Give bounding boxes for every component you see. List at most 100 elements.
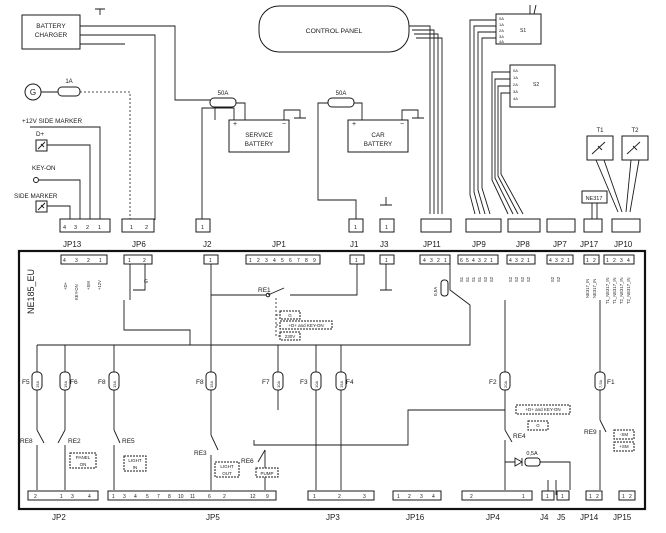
svg-text:1: 1 bbox=[385, 225, 388, 231]
svg-text:10A: 10A bbox=[314, 381, 319, 388]
svg-text:4: 4 bbox=[472, 258, 475, 264]
svg-text:10A: 10A bbox=[276, 381, 281, 388]
svg-text:15A: 15A bbox=[209, 381, 214, 388]
svg-text:9: 9 bbox=[266, 494, 269, 500]
label-j1: J1 bbox=[350, 240, 359, 249]
svg-text:3: 3 bbox=[555, 258, 558, 264]
svg-text:S1: S1 bbox=[520, 28, 526, 34]
svg-text:CAR: CAR bbox=[371, 132, 385, 139]
svg-text:S2: S2 bbox=[489, 276, 494, 282]
svg-text:S1: S1 bbox=[465, 276, 470, 282]
diode-fuse: 0,5A bbox=[514, 451, 541, 467]
svg-text:F6: F6 bbox=[70, 379, 78, 386]
svg-text:3: 3 bbox=[515, 258, 518, 264]
svg-text:50A: 50A bbox=[218, 91, 229, 97]
svg-text:2: 2 bbox=[338, 494, 341, 500]
thermostat-t1: T1 bbox=[586, 128, 614, 161]
svg-text:1: 1 bbox=[209, 258, 212, 264]
label-jp8: JP8 bbox=[516, 240, 530, 249]
svg-text:8: 8 bbox=[305, 258, 308, 264]
service-battery-plus: + bbox=[233, 121, 237, 128]
svg-text:-SM: -SM bbox=[620, 432, 629, 437]
svg-text:IN: IN bbox=[133, 465, 138, 470]
fuse-50a-service: 50A bbox=[209, 91, 237, 108]
svg-text:+: + bbox=[352, 121, 356, 128]
service-battery-minus: − bbox=[282, 121, 286, 128]
label-jp5: JP5 bbox=[206, 513, 220, 522]
g-label: G bbox=[144, 279, 148, 285]
svg-text:LIGHT: LIGHT bbox=[220, 464, 234, 469]
svg-text:NE317_IN: NE317_IN bbox=[592, 279, 597, 298]
svg-text:3: 3 bbox=[75, 258, 78, 264]
svg-text:RE6: RE6 bbox=[241, 458, 254, 465]
relay-switches: RE8 RE2 RE5 RE3 RE6 RE4 RE9 bbox=[20, 419, 607, 465]
svg-text:T1_NE317_IN: T1_NE317_IN bbox=[605, 277, 610, 304]
d-plus-label: D+ bbox=[36, 131, 45, 138]
svg-text:RE5: RE5 bbox=[122, 438, 135, 445]
side-marker-12v-label: +12V SIDE MARKER bbox=[22, 118, 82, 125]
svg-text:50A: 50A bbox=[336, 91, 347, 97]
svg-text:3: 3 bbox=[430, 258, 433, 264]
board-top-pin-numbers: 4 3 2 1 1 2 1 1 2 3 4 5 6 7 8 9 1 1 4 3 … bbox=[63, 258, 630, 264]
svg-text:1: 1 bbox=[385, 258, 388, 264]
svg-text:BATTERY: BATTERY bbox=[245, 141, 274, 148]
svg-text:2: 2 bbox=[593, 258, 596, 264]
label-jp14: JP14 bbox=[580, 513, 599, 522]
board-internal-wiring bbox=[36, 264, 601, 495]
svg-text:2: 2 bbox=[470, 494, 473, 500]
svg-text:+SM: +SM bbox=[86, 281, 91, 290]
svg-text:S2: S2 bbox=[526, 276, 531, 282]
label-jp15: JP15 bbox=[613, 513, 632, 522]
board-fuses bbox=[31, 371, 606, 391]
svg-text:6: 6 bbox=[208, 494, 211, 500]
svg-text:1: 1 bbox=[249, 258, 252, 264]
svg-text:2: 2 bbox=[521, 258, 524, 264]
label-j2: J2 bbox=[203, 240, 212, 249]
generator-label: G bbox=[30, 88, 36, 97]
svg-text:3: 3 bbox=[420, 494, 423, 500]
fuse-50a-car: 50A bbox=[327, 91, 355, 108]
svg-text:RE4: RE4 bbox=[513, 433, 526, 440]
svg-text:F3: F3 bbox=[300, 379, 308, 386]
ne317-box: NE317 bbox=[581, 190, 608, 204]
svg-text:1: 1 bbox=[522, 494, 525, 500]
label-jp11: JP11 bbox=[423, 240, 441, 249]
svg-text:3: 3 bbox=[478, 258, 481, 264]
svg-text:F8: F8 bbox=[196, 379, 204, 386]
svg-text:+12V: +12V bbox=[97, 280, 102, 290]
svg-text:4: 4 bbox=[509, 258, 512, 264]
svg-text:S2: S2 bbox=[514, 276, 519, 282]
svg-text:3A: 3A bbox=[513, 89, 518, 94]
svg-text:11: 11 bbox=[190, 494, 195, 500]
service-battery: + − SERVICE BATTERY bbox=[228, 119, 290, 153]
svg-text:T1: T1 bbox=[596, 128, 604, 134]
svg-text:1: 1 bbox=[60, 494, 63, 500]
svg-text:4: 4 bbox=[63, 225, 66, 231]
board-name: NE185_EU bbox=[26, 269, 36, 314]
svg-text:1: 1 bbox=[201, 225, 204, 231]
svg-text:2: 2 bbox=[143, 258, 146, 264]
svg-text:3: 3 bbox=[123, 494, 126, 500]
svg-text:4: 4 bbox=[432, 494, 435, 500]
svg-text:2: 2 bbox=[87, 258, 90, 264]
svg-text:LIGHT: LIGHT bbox=[128, 458, 142, 463]
svg-text:F1: F1 bbox=[607, 379, 615, 386]
svg-text:2A: 2A bbox=[513, 82, 518, 87]
board-bottom-pin-numbers: 2 1 3 4 1 3 4 5 7 8 10 11 6 2 12 9 1 2 3… bbox=[34, 494, 632, 500]
svg-text:S1: S1 bbox=[471, 276, 476, 282]
svg-text:8: 8 bbox=[168, 494, 171, 500]
svg-text:1A: 1A bbox=[513, 75, 518, 80]
svg-text:KEY-ON: KEY-ON bbox=[74, 284, 79, 300]
top-plug-pin-labels: 4 3 2 1 1 2 1 1 1 bbox=[63, 225, 388, 231]
battery-charger: BATTERY CHARGER bbox=[21, 14, 81, 50]
svg-text:0,5A: 0,5A bbox=[433, 287, 438, 296]
svg-text:−: − bbox=[400, 121, 404, 128]
svg-text:1: 1 bbox=[567, 258, 570, 264]
svg-text:1: 1 bbox=[397, 494, 400, 500]
svg-text:S2: S2 bbox=[520, 276, 525, 282]
key-on-terminal-icon bbox=[33, 177, 39, 183]
svg-text:RE2: RE2 bbox=[68, 438, 81, 445]
svg-text:S1: S1 bbox=[459, 276, 464, 282]
generator: G bbox=[24, 83, 42, 101]
